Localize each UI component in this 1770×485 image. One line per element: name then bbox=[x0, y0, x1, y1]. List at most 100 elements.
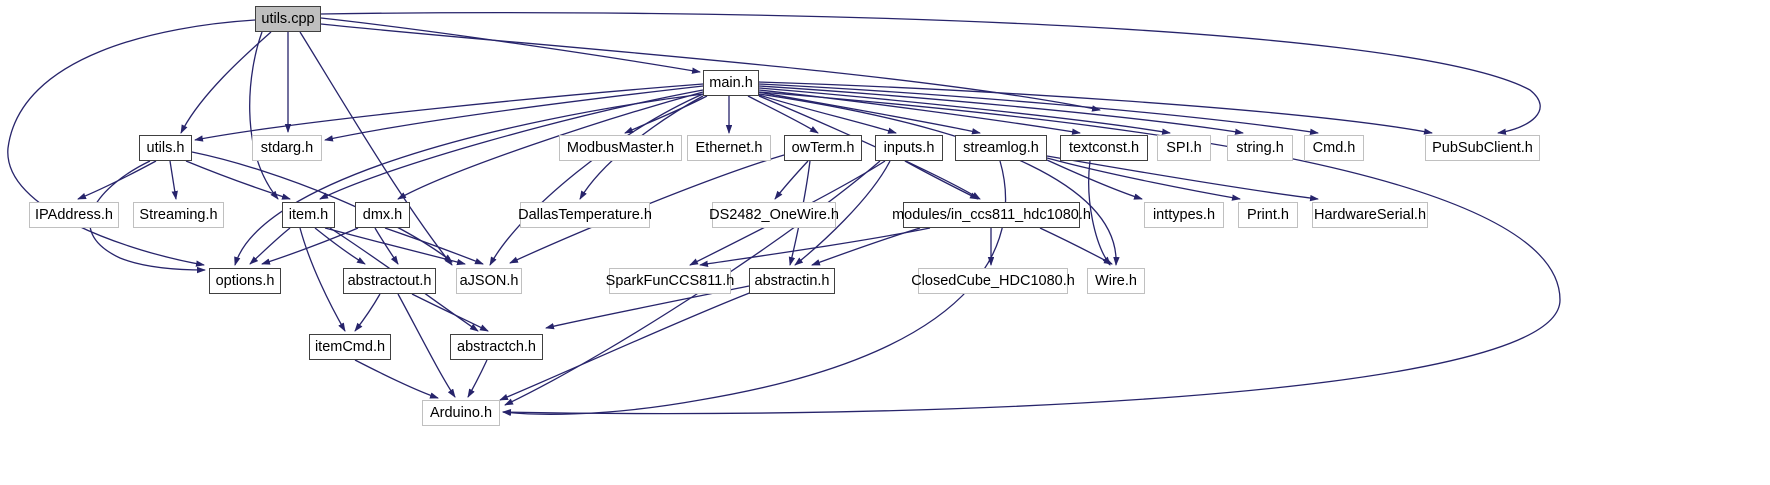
node-wire_h[interactable]: Wire.h bbox=[1087, 268, 1145, 294]
node-label: streamlog.h bbox=[963, 139, 1039, 156]
edge-main_h-to-streamlog_h bbox=[757, 91, 981, 135]
node-label: stdarg.h bbox=[260, 139, 314, 156]
edge-abstractout_h-to-arduino_h bbox=[397, 293, 456, 398]
node-label: DS2482_OneWire.h bbox=[709, 206, 839, 223]
node-main_h[interactable]: main.h bbox=[703, 70, 759, 96]
edge-main_h-to-arduino_h bbox=[502, 91, 1561, 416]
node-spi_h[interactable]: SPI.h bbox=[1157, 135, 1211, 161]
node-dmx_h[interactable]: dmx.h bbox=[355, 202, 410, 228]
edge-main_h-to-owterm_h bbox=[747, 95, 819, 134]
edge-utils_cpp-to-options_h bbox=[7, 19, 256, 267]
edge-utils_h-to-streaming_h bbox=[169, 160, 178, 200]
node-stdarg_h[interactable]: stdarg.h bbox=[252, 135, 322, 161]
edge-itemcmd_h-to-arduino_h bbox=[354, 359, 439, 399]
node-label: Cmd.h bbox=[1312, 139, 1356, 156]
edge-utils_h-to-item_h bbox=[185, 160, 291, 200]
edge-main_h-to-cmd_h bbox=[758, 83, 1319, 135]
node-label: Ethernet.h bbox=[695, 139, 763, 156]
node-sparkfunccs811_h[interactable]: SparkFunCCS811.h bbox=[606, 268, 734, 294]
edge-owterm_h-to-ds2482_onewire_h bbox=[774, 160, 809, 200]
edge-main_h-to-inputs_h bbox=[755, 93, 897, 134]
node-label: Arduino.h bbox=[429, 404, 493, 421]
node-label: PubSubClient.h bbox=[1432, 139, 1533, 156]
node-label: owTerm.h bbox=[791, 139, 855, 156]
edge-abstractout_h-to-abstractch_h bbox=[411, 293, 489, 332]
edge-main_h-to-utils_h bbox=[194, 83, 704, 142]
edge-utils_cpp-to-arduino_h bbox=[320, 23, 1101, 112]
node-in_ccs811_h[interactable]: modules/in_ccs811_hdc1080.h bbox=[892, 202, 1091, 228]
node-hardwareserial_h[interactable]: HardwareSerial.h bbox=[1312, 202, 1428, 228]
node-arduino_h[interactable]: Arduino.h bbox=[422, 400, 500, 426]
edge-item_h-to-abstractout_h bbox=[314, 227, 366, 265]
edge-utils_h-to-ipaddress_h bbox=[77, 160, 157, 200]
node-label: inputs.h bbox=[883, 139, 935, 156]
edge-dmx_h-to-ajson_h bbox=[384, 227, 484, 265]
node-label: textconst.h bbox=[1068, 139, 1140, 156]
edge-item_h-to-ajson_h bbox=[324, 227, 466, 266]
edge-streamlog_h-to-inttypes_h bbox=[1046, 159, 1143, 200]
edge-main_h-to-stdarg_h bbox=[324, 85, 704, 142]
edge-in_ccs811_h-to-wire_h bbox=[1039, 227, 1113, 265]
node-itemcmd_h[interactable]: itemCmd.h bbox=[309, 334, 391, 360]
node-label: options.h bbox=[215, 272, 275, 289]
edge-utils_cpp-to-utils_h bbox=[180, 31, 272, 134]
node-ethernet_h[interactable]: Ethernet.h bbox=[687, 135, 771, 161]
node-string_h[interactable]: string.h bbox=[1227, 135, 1293, 161]
node-label: IPAddress.h bbox=[35, 206, 113, 223]
node-ajson_h[interactable]: aJSON.h bbox=[456, 268, 522, 294]
edge-dmx_h-to-abstractout_h bbox=[374, 227, 399, 265]
node-label: inttypes.h bbox=[1152, 206, 1216, 223]
edge-abstractout_h-to-itemcmd_h bbox=[354, 293, 381, 332]
node-inttypes_h[interactable]: inttypes.h bbox=[1144, 202, 1224, 228]
edge-main_h-to-spi_h bbox=[758, 87, 1171, 135]
node-ds2482_onewire_h[interactable]: DS2482_OneWire.h bbox=[709, 202, 839, 228]
node-dallastemperature_h[interactable]: DallasTemperature.h bbox=[518, 202, 652, 228]
node-label: modules/in_ccs811_hdc1080.h bbox=[892, 206, 1091, 223]
node-streaming_h[interactable]: Streaming.h bbox=[133, 202, 224, 228]
node-label: dmx.h bbox=[362, 206, 403, 223]
node-inputs_h[interactable]: inputs.h bbox=[875, 135, 943, 161]
edge-main_h-to-ajson_h bbox=[489, 93, 704, 266]
node-label: DallasTemperature.h bbox=[518, 206, 652, 223]
node-utils_h[interactable]: utils.h bbox=[139, 135, 192, 161]
node-label: utils.h bbox=[146, 139, 185, 156]
edge-main_h-to-modbusmaster_h bbox=[624, 95, 708, 134]
edge-main_h-to-string_h bbox=[758, 85, 1244, 135]
edge-inputs_h-to-abstractin_h bbox=[794, 160, 891, 266]
edge-item_h-to-options_h bbox=[249, 227, 291, 265]
node-item_h[interactable]: item.h bbox=[282, 202, 335, 228]
edge-main_h-to-textconst_h bbox=[758, 89, 1081, 135]
node-label: SparkFunCCS811.h bbox=[605, 272, 735, 289]
edge-main_h-to-options_h bbox=[234, 93, 704, 266]
node-abstractch_h[interactable]: abstractch.h bbox=[450, 334, 543, 360]
edge-main_h-to-pubsubclient_h bbox=[758, 81, 1433, 135]
edge-abstractch_h-to-arduino_h bbox=[467, 359, 488, 398]
node-options_h[interactable]: options.h bbox=[209, 268, 281, 294]
node-label: HardwareSerial.h bbox=[1313, 206, 1427, 223]
node-streamlog_h[interactable]: streamlog.h bbox=[955, 135, 1047, 161]
node-label: abstractout.h bbox=[347, 272, 432, 289]
edge-utils_cpp-to-pubsubclient_h bbox=[320, 11, 1541, 135]
node-abstractout_h[interactable]: abstractout.h bbox=[343, 268, 436, 294]
node-abstractin_h[interactable]: abstractin.h bbox=[749, 268, 835, 294]
node-modbusmaster_h[interactable]: ModbusMaster.h bbox=[559, 135, 682, 161]
node-pubsubclient_h[interactable]: PubSubClient.h bbox=[1425, 135, 1540, 161]
node-label: ClosedCube_HDC1080.h bbox=[911, 272, 1075, 289]
node-ipaddress_h[interactable]: IPAddress.h bbox=[29, 202, 119, 228]
node-label: main.h bbox=[709, 74, 753, 91]
node-utils_cpp[interactable]: utils.cpp bbox=[255, 6, 321, 32]
edge-utils_cpp-to-item_h bbox=[249, 31, 279, 200]
node-label: utils.cpp bbox=[261, 10, 315, 27]
node-print_h[interactable]: Print.h bbox=[1238, 202, 1298, 228]
node-cmd_h[interactable]: Cmd.h bbox=[1304, 135, 1364, 161]
node-label: SPI.h bbox=[1166, 139, 1202, 156]
node-label: Print.h bbox=[1247, 206, 1289, 223]
edge-item_h-to-itemcmd_h bbox=[299, 227, 346, 332]
node-label: item.h bbox=[288, 206, 329, 223]
node-closedcube_h[interactable]: ClosedCube_HDC1080.h bbox=[911, 268, 1075, 294]
edge-utils_cpp-to-ajson_h bbox=[299, 31, 453, 266]
node-textconst_h[interactable]: textconst.h bbox=[1060, 135, 1148, 161]
node-owterm_h[interactable]: owTerm.h bbox=[784, 135, 862, 161]
